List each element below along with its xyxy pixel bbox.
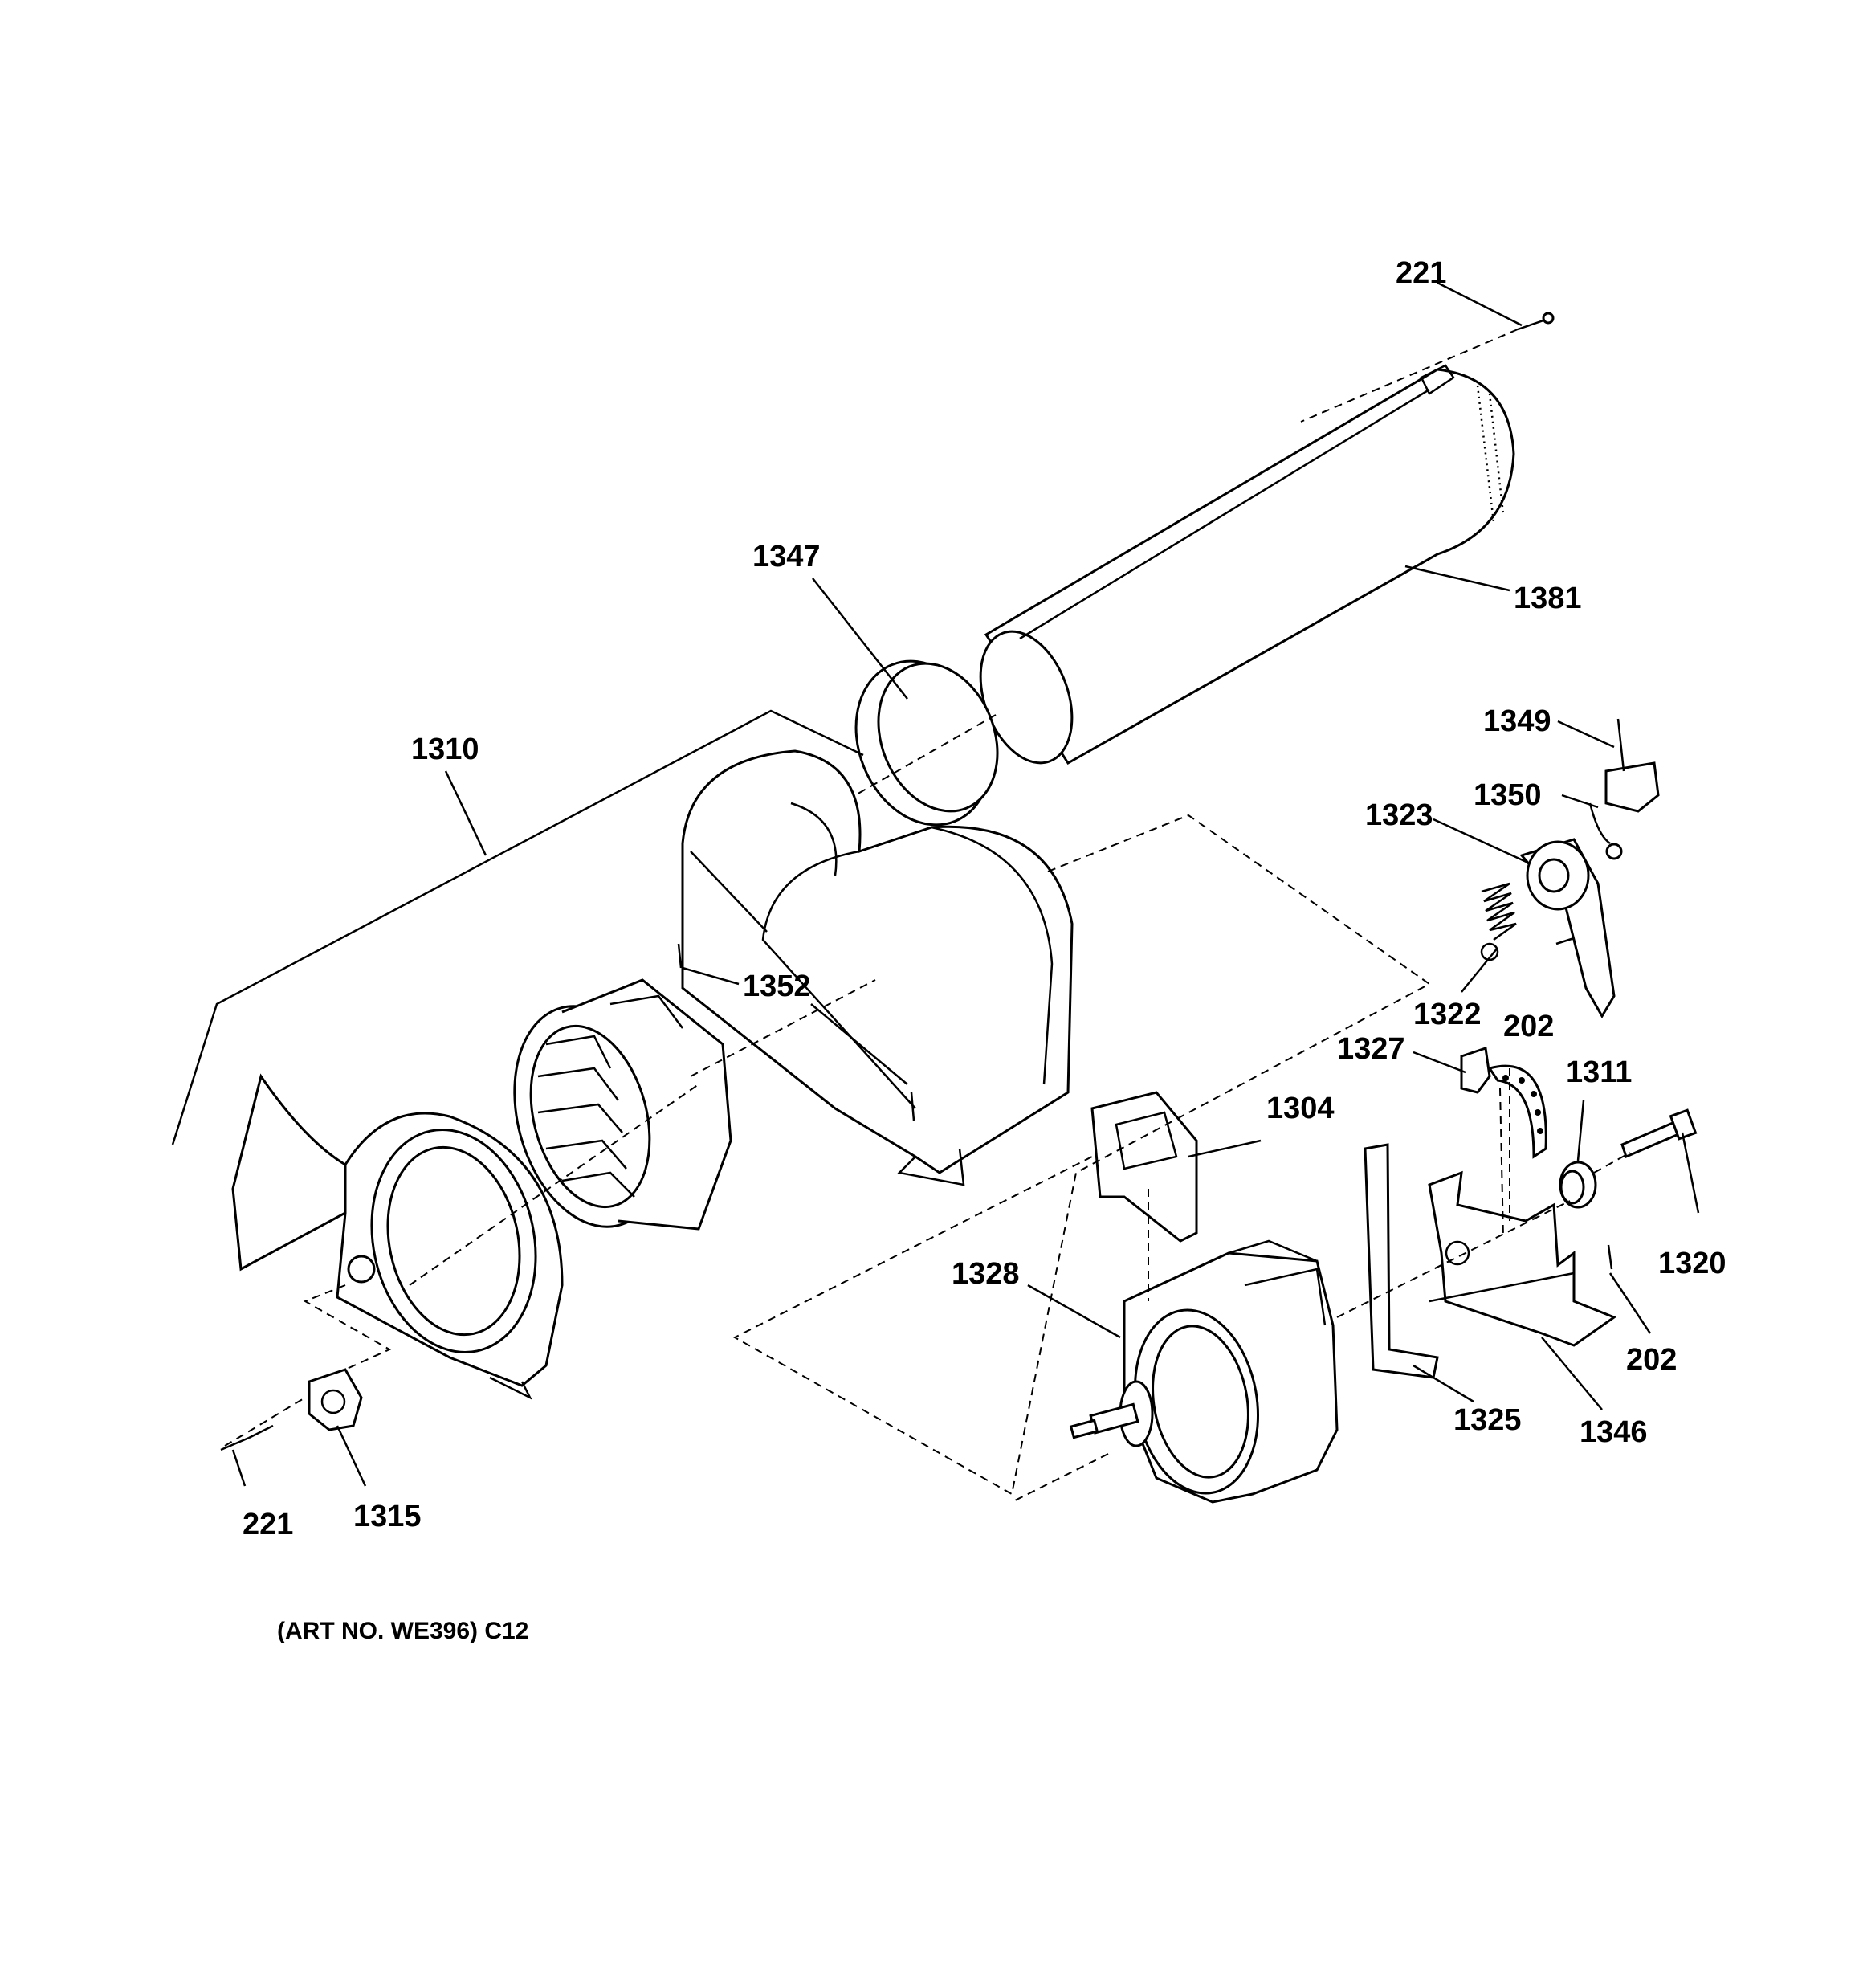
alignment-lines: [224, 329, 1631, 1503]
label-1352: 1352: [743, 970, 811, 1003]
motor-mount-bumper: [1559, 1161, 1597, 1209]
art-number-note: (ART NO. WE396) C12: [277, 1618, 528, 1644]
idler-spring: [1480, 882, 1517, 961]
label-1327: 1327: [1337, 1032, 1405, 1066]
drive-motor: [1069, 1239, 1339, 1504]
motor-bracket: [1428, 1170, 1617, 1347]
label-1311: 1311: [1566, 1055, 1632, 1089]
label-1346: 1346: [1580, 1415, 1648, 1449]
duct-end-ribbing: [1476, 385, 1505, 523]
leader-lines: [231, 281, 1700, 1487]
thermostat: [308, 1368, 363, 1431]
ground-strap: [1364, 1143, 1439, 1379]
part-labels: 221 1347 1381 1310 1349 1350 1323 1352 1…: [243, 256, 1726, 1541]
blower-front-cover: [231, 1073, 564, 1400]
blower-wheel-vanes: [537, 994, 683, 1198]
screw-221-bottom-a: [220, 1436, 250, 1451]
label-1310: 1310: [411, 733, 479, 766]
motor-cover: [1090, 1091, 1198, 1243]
duct-seal-ring: [854, 659, 999, 827]
screw-1352-a: [677, 943, 683, 969]
label-1304: 1304: [1266, 1092, 1335, 1125]
label-1349: 1349: [1483, 704, 1551, 738]
idler-pulley: [1519, 838, 1616, 1018]
label-1323: 1323: [1365, 798, 1433, 832]
bolt-1320: [1620, 1108, 1698, 1159]
label-221-top: 221: [1396, 256, 1446, 290]
label-1322: 1322: [1413, 998, 1482, 1031]
screw-202-top: [1555, 937, 1575, 945]
label-1347: 1347: [752, 540, 821, 574]
screw-221-top: [1517, 312, 1555, 331]
screw-202-bottom: [1607, 1244, 1613, 1270]
motor-switch: [1588, 718, 1660, 860]
duct-tube: [979, 364, 1515, 765]
label-1350: 1350: [1474, 778, 1542, 812]
screw-221-bottom-b: [248, 1424, 274, 1439]
motor-clip: [1460, 1047, 1491, 1094]
label-202-bottom: 202: [1626, 1343, 1677, 1377]
label-1320: 1320: [1658, 1247, 1726, 1280]
label-1315: 1315: [353, 1500, 422, 1533]
motor-strap: [1487, 1064, 1547, 1159]
label-221-bottom: 221: [243, 1508, 293, 1541]
assembly-bracket-1310: [171, 709, 864, 1145]
screw-1352-b: [910, 1092, 915, 1121]
label-202-top: 202: [1503, 1010, 1554, 1043]
motor-shaft: [1069, 1380, 1154, 1447]
label-1328: 1328: [952, 1257, 1020, 1291]
label-1381: 1381: [1514, 582, 1582, 615]
label-1325: 1325: [1453, 1403, 1522, 1437]
blower-housing: [681, 749, 1074, 1186]
blower-wheel: [513, 978, 732, 1231]
